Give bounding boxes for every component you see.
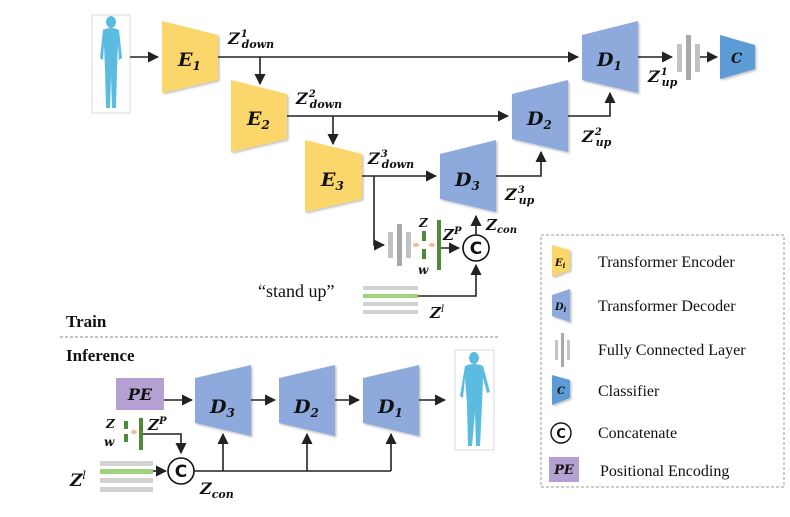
svg-text:C: C xyxy=(175,462,187,482)
svg-text:E3: E3 xyxy=(320,169,344,193)
concat-node-inf: C xyxy=(167,457,195,485)
edge-d3-to-d2 xyxy=(496,150,547,177)
decoder-d1: D1 xyxy=(582,21,638,93)
label-z: Z xyxy=(418,216,429,230)
legend-item-fc: Fully Connected Layer xyxy=(555,333,746,367)
fc-layer-output xyxy=(677,35,700,80)
edge-text-to-concat xyxy=(418,263,482,297)
arrow-dot-icon xyxy=(131,430,137,434)
latent-w-bar xyxy=(422,249,426,259)
concat-icon xyxy=(550,422,572,444)
text-prompt: “stand up” xyxy=(258,281,334,301)
legend: Ei Transformer Encoder Di Transformer De… xyxy=(540,234,785,488)
latent-zp-bar-inf xyxy=(139,418,143,450)
svg-text:Classifier: Classifier xyxy=(598,383,660,400)
svg-text:C: C xyxy=(556,427,566,442)
label-w-inf: w xyxy=(104,435,115,449)
train-label: Train xyxy=(66,312,107,331)
decoder-icon xyxy=(552,289,570,322)
label-zp: ZP xyxy=(442,226,462,244)
svg-text:C: C xyxy=(557,386,565,397)
inference-decoder-d3: D3 xyxy=(195,365,251,436)
edge-e3-to-fc xyxy=(373,176,386,251)
output-human-mesh xyxy=(454,349,495,451)
label-zcon-inf: Zcon xyxy=(199,479,234,501)
svg-text:Transformer Decoder: Transformer Decoder xyxy=(598,298,736,315)
classifier: C xyxy=(720,35,755,79)
inference-decoder-d1: D1 xyxy=(363,365,419,436)
svg-text:C: C xyxy=(470,239,482,259)
inference-section: Inference PE D3 D2 D1 xyxy=(66,346,495,501)
pe-icon xyxy=(549,457,579,482)
legend-item-encoder: Ei Transformer Encoder xyxy=(552,245,735,277)
classifier-icon xyxy=(552,375,570,405)
label-z-inf: Z xyxy=(105,417,116,431)
text-embedding-bars-inf xyxy=(100,461,153,492)
svg-text:D2: D2 xyxy=(293,396,319,420)
svg-text:D1: D1 xyxy=(377,396,403,420)
svg-text:D2: D2 xyxy=(526,108,552,132)
svg-text:Di: Di xyxy=(554,302,567,314)
latent-zp-bar xyxy=(437,220,441,270)
svg-text:Positional Encoding: Positional Encoding xyxy=(600,463,729,480)
svg-text:E1: E1 xyxy=(177,49,201,73)
legend-item-classifier: C Classifier xyxy=(552,375,660,405)
svg-text:C: C xyxy=(731,51,742,67)
encoder-e3: E3 xyxy=(305,140,362,212)
label-w: w xyxy=(418,263,429,277)
concat-node-train: C xyxy=(462,234,490,262)
legend-item-decoder: Di Transformer Decoder xyxy=(552,289,736,322)
latent-z-bar-inf xyxy=(124,421,128,429)
latent-w-bar-inf xyxy=(124,434,128,442)
latent-z-bar xyxy=(422,231,426,241)
arrow-dot-icon xyxy=(429,243,435,247)
decoder-d3: D3 xyxy=(440,140,496,212)
inference-decoder-d2: D2 xyxy=(279,365,335,436)
label-zp-inf: ZP xyxy=(147,416,167,434)
label-zcon-train: Zcon xyxy=(485,216,517,236)
input-human-mesh xyxy=(91,14,131,114)
svg-text:PE: PE xyxy=(553,463,575,478)
label-zl-inf: Zl xyxy=(69,469,86,491)
human-figure-icon xyxy=(100,16,122,108)
label-zl-train: Zl xyxy=(429,304,444,322)
legend-item-pe: PE Positional Encoding xyxy=(549,457,729,482)
arrow-dot-icon xyxy=(413,243,419,247)
edge-d2-to-d1 xyxy=(568,91,616,117)
svg-text:Concatenate: Concatenate xyxy=(598,425,677,442)
svg-text:Transformer Encoder: Transformer Encoder xyxy=(598,254,735,271)
svg-text:D1: D1 xyxy=(596,49,622,73)
svg-text:Ei: Ei xyxy=(554,258,566,270)
svg-text:Fully Connected Layer: Fully Connected Layer xyxy=(598,342,746,359)
train-section: E1 E2 E3 D1 D2 D3 xyxy=(66,14,755,331)
decoder-d2: D2 xyxy=(512,80,568,152)
legend-box xyxy=(540,234,785,488)
legend-item-concat: C Concatenate xyxy=(550,422,677,444)
inference-label: Inference xyxy=(66,346,135,365)
svg-text:PE: PE xyxy=(127,385,153,404)
text-embedding-bars-train xyxy=(363,286,418,314)
encoder-e1: E1 xyxy=(162,21,218,93)
fc-icon xyxy=(555,333,570,367)
positional-encoding-box: PE xyxy=(116,378,164,410)
svg-text:D3: D3 xyxy=(454,169,480,193)
fc-layer-latent xyxy=(388,224,411,266)
encoder-icon xyxy=(552,245,570,277)
encoder-e2: E2 xyxy=(231,80,287,152)
edge-zp-to-concat-inf xyxy=(143,433,187,455)
human-figure-icon xyxy=(460,352,490,446)
svg-text:E2: E2 xyxy=(246,108,270,132)
svg-text:D3: D3 xyxy=(209,396,235,420)
